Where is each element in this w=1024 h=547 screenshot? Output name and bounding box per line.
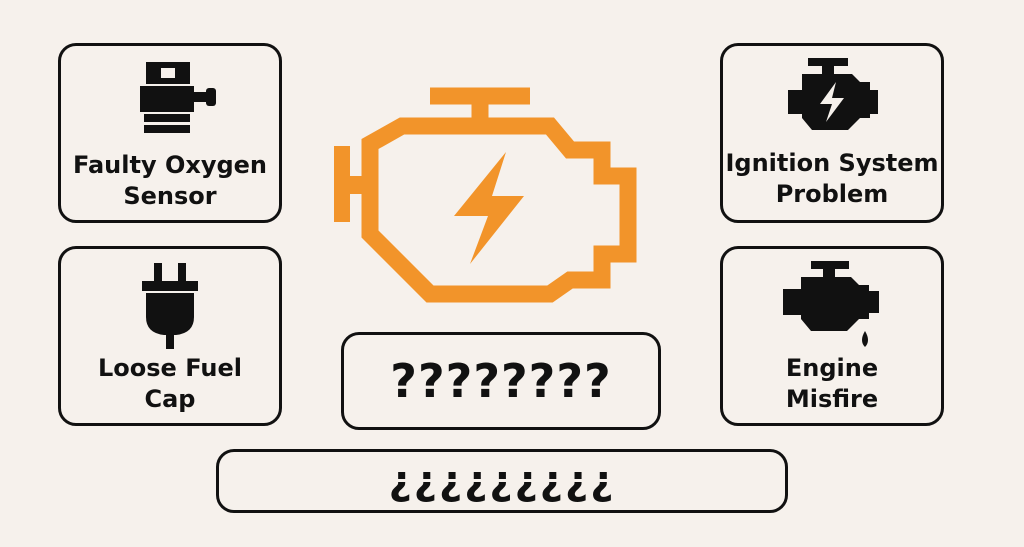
- inverted-question-marks-box: ¿¿¿¿¿¿¿¿¿: [216, 449, 788, 513]
- card-loose-fuel-cap: Loose Fuel Cap: [58, 246, 282, 426]
- card-label: Loose Fuel Cap: [98, 354, 242, 413]
- question-marks-text: ????????: [390, 354, 612, 408]
- oxygen-sensor-icon: [140, 62, 216, 133]
- question-marks-box: ????????: [341, 332, 661, 430]
- card-engine-misfire: Engine Misfire: [720, 246, 944, 426]
- check-engine-icon: [334, 87, 637, 303]
- plug-icon: [142, 263, 198, 349]
- card-label: Faulty Oxygen Sensor: [72, 151, 268, 210]
- card-label: Engine Misfire: [785, 354, 879, 413]
- inverted-question-marks-text: ¿¿¿¿¿¿¿¿¿: [388, 458, 616, 504]
- engine-bolt-icon: [788, 58, 878, 130]
- engine-drip-icon: [783, 261, 879, 347]
- card-ignition-system-problem: Ignition System Problem: [720, 43, 944, 223]
- card-faulty-oxygen-sensor: Faulty Oxygen Sensor: [58, 43, 282, 223]
- card-label: Ignition System Problem: [725, 149, 939, 208]
